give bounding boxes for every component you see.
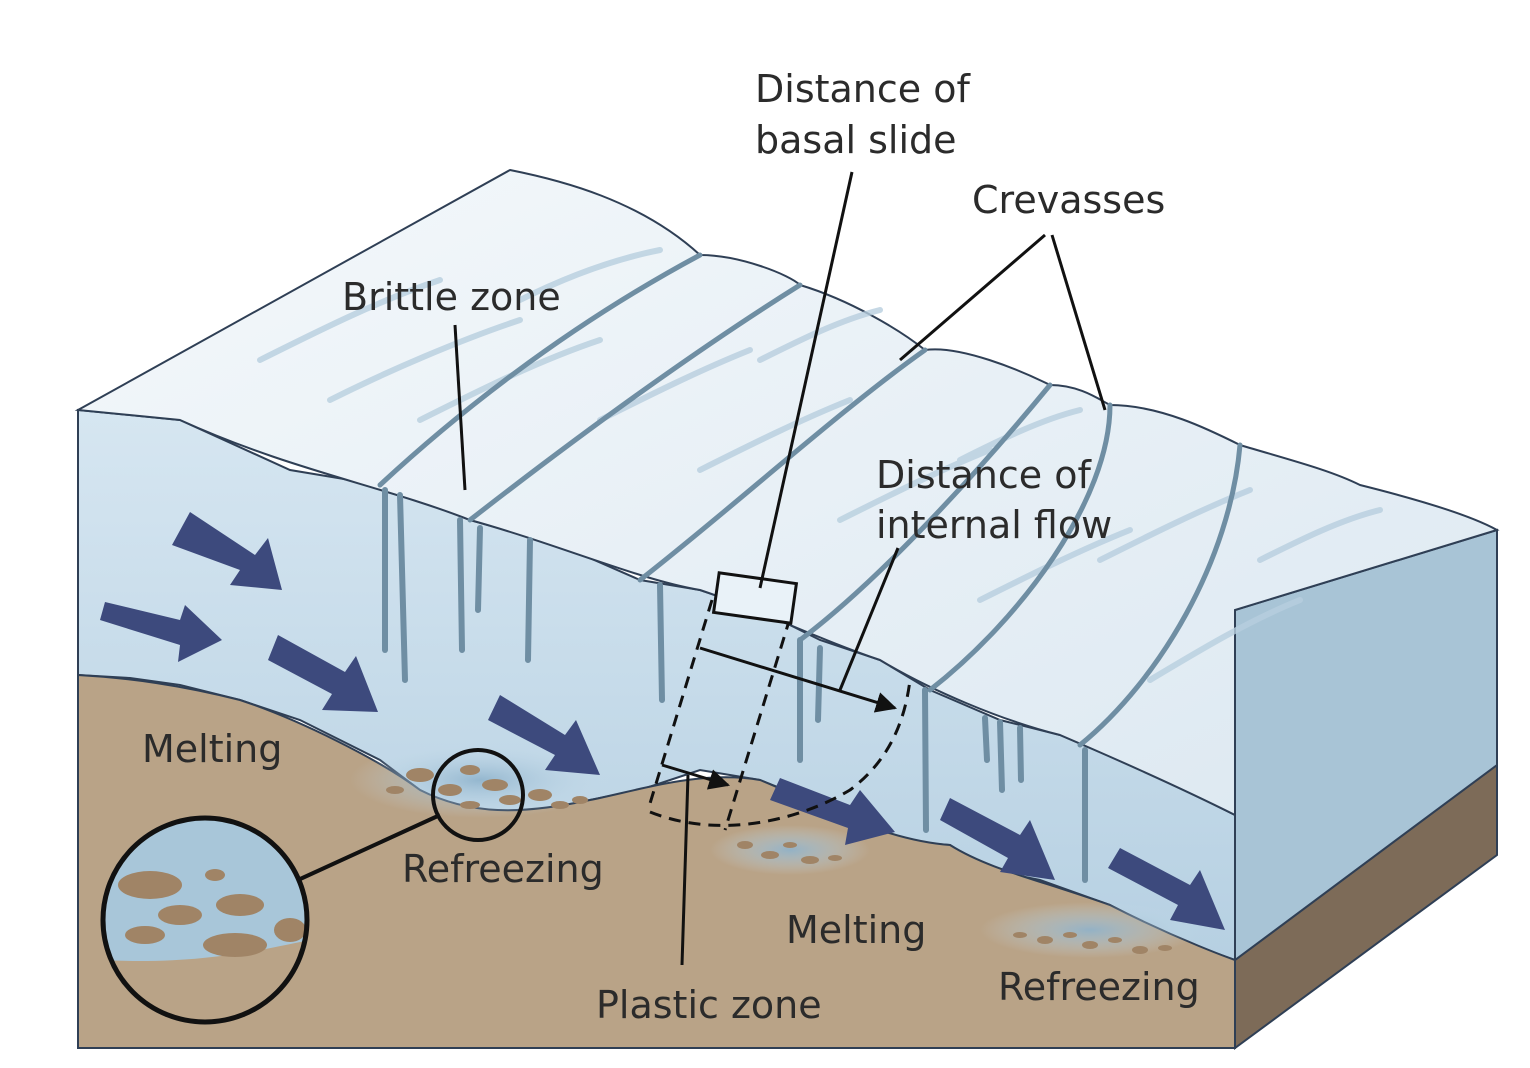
internal-flow-arrow: [699, 646, 898, 713]
label-brittle-zone: Brittle zone: [342, 275, 561, 319]
label-melting-left: Melting: [142, 727, 282, 771]
crevasse-cracks: [382, 487, 1088, 883]
flow-arrow: [100, 602, 222, 662]
melt-zone-right: [980, 902, 1200, 958]
ice-top-surface: [74, 168, 1500, 817]
leader-crevasses-right: [1050, 234, 1107, 411]
magnifier-lens: [100, 815, 310, 1025]
leader-crevasses-left: [899, 233, 1046, 362]
debris-right: [1013, 932, 1172, 954]
magnifier-connector: [297, 813, 441, 882]
label-distance-basal-slide-line2: basal slide: [755, 118, 957, 162]
debris-middle: [737, 841, 842, 864]
label-plastic-zone: Plastic zone: [596, 983, 822, 1027]
leader-plastic-zone: [680, 774, 690, 966]
flow-arrow: [488, 695, 600, 775]
flow-arrow: [770, 778, 895, 845]
basal-slide-arrow: [661, 763, 731, 790]
label-refreezing-right: Refreezing: [998, 965, 1200, 1009]
label-distance-internal-flow-line1: Distance of: [876, 453, 1092, 497]
label-crevasses: Crevasses: [972, 178, 1165, 222]
flow-arrows: [100, 512, 1225, 930]
melt-zone-middle: [710, 825, 870, 875]
label-distance-basal-slide-line1: Distance of: [755, 67, 971, 111]
magnifier: [100, 748, 525, 1025]
leader-lines: [453, 171, 1107, 966]
leader-internal-flow: [838, 547, 900, 691]
label-refreezing-left: Refreezing: [402, 847, 604, 891]
flow-arrow: [940, 798, 1055, 880]
basal-slide-bracket: [711, 571, 799, 625]
magnifier-source-circle: [431, 748, 525, 842]
plastic-zone-column: [646, 599, 912, 831]
ice-surface-streaks: [257, 247, 1383, 683]
label-melting-right: Melting: [786, 908, 926, 952]
leader-brittle-zone: [453, 324, 467, 491]
flow-arrow: [1108, 848, 1225, 930]
debris-left: [386, 765, 588, 809]
leader-basal-slide: [758, 171, 854, 589]
flow-arrow: [172, 512, 282, 590]
crevasse-ridges: [377, 252, 1243, 748]
label-distance-internal-flow-line2: internal flow: [876, 503, 1112, 547]
flow-arrow: [268, 635, 378, 712]
